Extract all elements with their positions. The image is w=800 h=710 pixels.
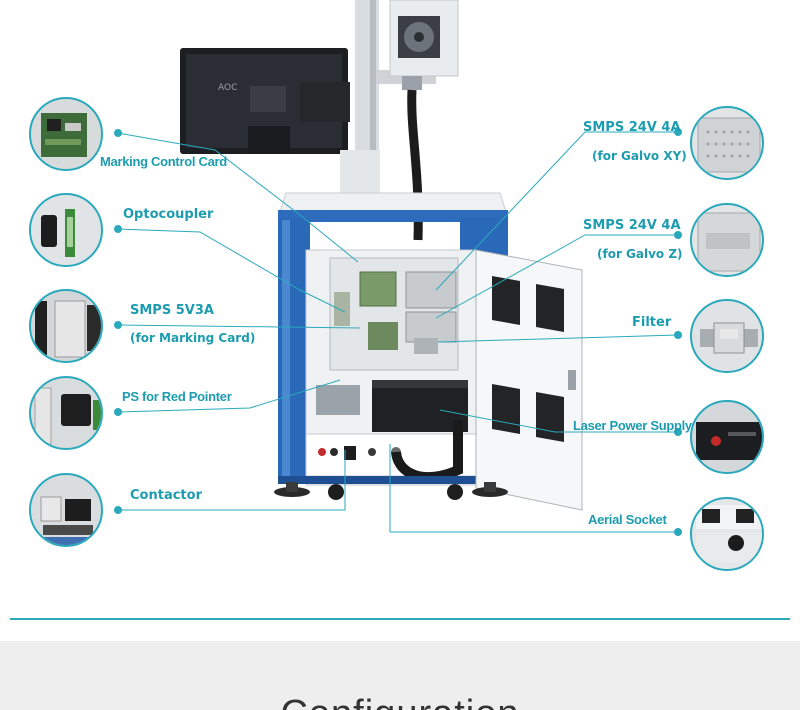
monitor: AOC: [180, 48, 350, 154]
monitor-brand: AOC: [218, 83, 237, 93]
label-smps-galvo-z: SMPS 24V 4A: [583, 218, 681, 233]
label-smps-galvo-xy-sub: (for Galvo XY): [592, 149, 687, 163]
smps-galvo-z-photo: [690, 203, 764, 277]
machine-diagram: AOC: [114, 0, 682, 536]
label-smps-galvo-xy: SMPS 24V 4A: [583, 120, 681, 135]
laser-power-supply-photo: [690, 400, 764, 474]
smps-galvo-xy-photo: [690, 106, 764, 180]
filter-photo: [690, 299, 764, 373]
label-optocoupler: Optocoupler: [123, 207, 214, 222]
label-contactor: Contactor: [130, 488, 202, 503]
smps-5v3a-photo: [29, 289, 103, 363]
label-laser-power-supply: Laser Power Supply: [573, 418, 692, 433]
label-marking-control-card: Marking Control Card: [100, 154, 227, 169]
contactor-photo: [29, 473, 103, 547]
aerial-socket-photo: [690, 497, 764, 571]
label-smps-5v3a-sub: (for Marking Card): [130, 331, 256, 345]
red-pointer-ps-photo: [29, 376, 103, 450]
label-smps-galvo-z-sub: (for Galvo Z): [597, 247, 683, 261]
optocoupler-photo: [29, 193, 103, 267]
label-aerial-socket: Aerial Socket: [588, 512, 667, 527]
marking-control-card-photo: [29, 97, 103, 171]
leader-lines: [117, 131, 679, 533]
section-title: Configuration: [0, 693, 800, 710]
label-ps-red-pointer: PS for Red Pointer: [122, 389, 232, 404]
laser-head: [389, 0, 459, 90]
label-smps-5v3a: SMPS 5V3A: [130, 303, 214, 318]
section-divider: [10, 618, 790, 620]
label-filter: Filter: [632, 315, 672, 330]
callout-dots: [114, 128, 682, 536]
cabinet: [278, 218, 508, 486]
casters: [274, 482, 508, 500]
cabinet-door: [475, 249, 583, 511]
section-header: Configuration: [0, 641, 800, 710]
